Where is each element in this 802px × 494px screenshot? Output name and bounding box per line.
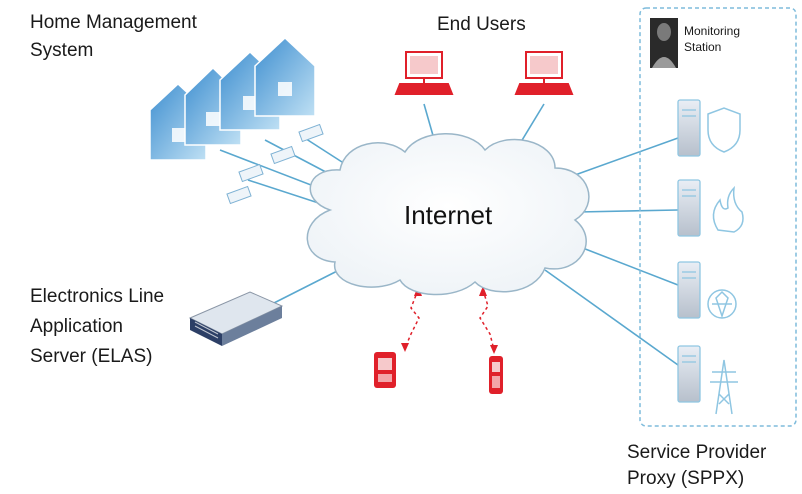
home-management-houses (149, 36, 324, 205)
monitoring-station-label-line1: Monitoring (684, 24, 741, 38)
elas-label-line2: Application (30, 316, 123, 337)
sppx-servers (677, 99, 701, 403)
elas-label-line3: Server (ELAS) (30, 346, 153, 367)
server-tower-icon (677, 99, 701, 157)
mobile-phone-icon (489, 356, 503, 394)
desktop-computer-icon (394, 51, 454, 95)
wireless-link-2 (479, 289, 495, 351)
wireless-links (404, 289, 495, 351)
home-management-label-line2: System (30, 40, 94, 61)
desktop-computer-icon (514, 51, 574, 95)
end-users-label: End Users (437, 14, 526, 35)
server-tower-icon (677, 179, 701, 237)
monitoring-station-photo (650, 18, 678, 68)
sppx-frame (639, 7, 797, 427)
house-icon (254, 36, 316, 117)
connection-lines (219, 103, 679, 366)
link-sppx-fire (577, 209, 679, 213)
monitoring-station-label-line2: Station (684, 40, 722, 54)
link-sppx-power (544, 269, 679, 366)
wireless-link-1 (404, 289, 420, 349)
medical-icon (707, 289, 737, 319)
server-tower-icon (677, 345, 701, 403)
link-sppx-security (574, 137, 679, 176)
sppx-label-line1: Service Provider (627, 442, 767, 463)
end-user-computer-2 (514, 51, 574, 95)
home-management-label-line1: Home Management (30, 12, 197, 33)
link-sppx-medical (574, 244, 679, 286)
fire-icon (712, 185, 744, 233)
internet-cloud (306, 133, 590, 296)
elas-label-line1: Electronics Line (30, 286, 165, 307)
sppx-label-line2: Proxy (SPPX) (627, 468, 745, 489)
elas-server-icon (188, 291, 284, 346)
end-user-computer-1 (394, 51, 454, 95)
power-tower-icon (710, 359, 738, 415)
server-tower-icon (677, 261, 701, 319)
internet-label: Internet (404, 200, 493, 230)
mobile-phone-icon (374, 352, 396, 388)
security-shield-icon (707, 107, 741, 153)
